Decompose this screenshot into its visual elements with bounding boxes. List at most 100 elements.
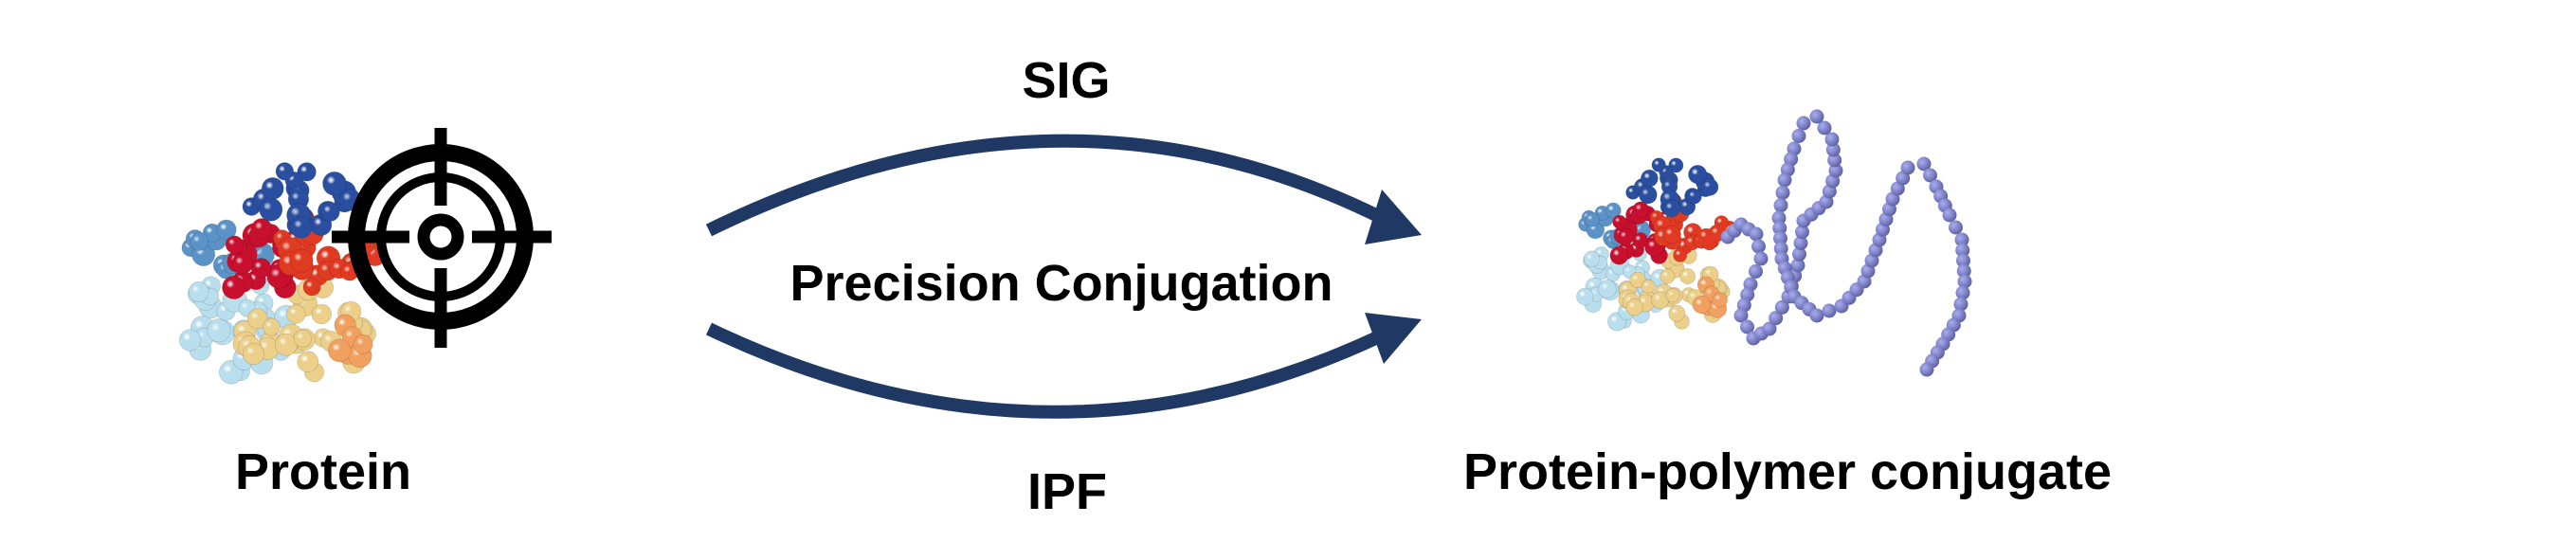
polymer-bead: [1792, 246, 1806, 262]
atom-sphere: [1651, 157, 1666, 172]
atom-sphere: [275, 162, 295, 181]
atom-sphere: [178, 329, 202, 352]
atom-sphere: [190, 231, 209, 251]
polymer-bead: [1953, 297, 1968, 312]
polymer-bead: [1900, 160, 1915, 175]
bottom-method-label: IPF: [1027, 463, 1107, 520]
polymer-bead: [1809, 308, 1824, 323]
atom-sphere: [286, 304, 306, 324]
atom-sphere: [1712, 292, 1728, 308]
polymer-bead: [1751, 239, 1766, 254]
atom-sphere: [322, 171, 347, 196]
polymer-bead: [1817, 120, 1832, 135]
top-arrowhead: [1365, 190, 1422, 244]
atom-sphere: [1598, 280, 1617, 298]
atom-sphere: [1632, 232, 1649, 249]
atom-sphere: [327, 338, 352, 363]
conjugate-caption: Protein-polymer conjugate: [1463, 443, 2112, 500]
polymer-bead: [1773, 198, 1788, 213]
polymer-bead: [1793, 236, 1808, 250]
atom-sphere: [1665, 288, 1680, 303]
atom-sphere: [1662, 225, 1681, 244]
atom-sphere: [1692, 295, 1712, 315]
polymer-chain: [1720, 109, 1972, 377]
polymer-bead: [1916, 156, 1932, 172]
atom-sphere: [311, 303, 333, 325]
polymer-bead: [1773, 241, 1788, 256]
polymer-bead: [1827, 153, 1842, 168]
polymer-bead: [1942, 208, 1957, 223]
atom-sphere: [1638, 185, 1658, 205]
atom-sphere: [353, 334, 373, 354]
polymer-bead: [1796, 116, 1811, 131]
atom-sphere: [1629, 271, 1646, 288]
polymer-bead: [1753, 251, 1769, 266]
polymer-bead: [1771, 210, 1787, 226]
atom-sphere: [289, 248, 314, 273]
polymer-bead: [1749, 264, 1763, 279]
crosshair-target-icon: [332, 128, 552, 348]
polymer-bead: [1740, 319, 1754, 334]
atom-sphere: [1612, 214, 1627, 229]
atom-sphere: [242, 342, 265, 366]
atom-sphere: [231, 252, 254, 275]
polymer-bead: [1795, 225, 1809, 240]
atom-sphere: [225, 235, 244, 254]
atom-sphere: [1662, 199, 1681, 218]
atom-sphere: [1686, 189, 1702, 205]
conjugated-protein-structure: [1576, 157, 1739, 332]
polymer-bead: [1956, 253, 1970, 268]
atom-sphere: [320, 202, 340, 222]
top-arrow: [705, 134, 1389, 237]
atom-sphere: [1640, 169, 1659, 188]
top-method-label: SIG: [1022, 52, 1110, 109]
center-title: Precision Conjugation: [789, 255, 1333, 312]
polymer-bead: [1769, 311, 1784, 326]
atom-sphere: [297, 162, 317, 182]
polymer-bead: [1777, 172, 1792, 188]
atom-sphere: [1617, 228, 1635, 245]
polymer-bead: [1923, 168, 1937, 183]
atom-sphere: [262, 317, 281, 336]
atom-sphere: [246, 308, 268, 330]
atom-sphere: [1688, 165, 1708, 185]
polymer-bead: [1772, 221, 1787, 236]
atom-sphere: [216, 219, 237, 241]
bottom-arrowhead: [1365, 313, 1422, 364]
atom-sphere: [1576, 287, 1594, 306]
polymer-bead: [1824, 132, 1840, 147]
polymer-bead: [1773, 231, 1787, 245]
atom-sphere: [1625, 298, 1643, 316]
polymer-bead: [1791, 129, 1806, 143]
protein-caption: Protein: [235, 443, 411, 500]
polymer-bead: [1733, 308, 1749, 323]
atom-sphere: [1679, 268, 1696, 285]
polymer-bead: [1762, 321, 1777, 336]
atom-sphere: [1668, 157, 1684, 173]
bottom-arrow: [705, 322, 1389, 419]
polymer-bead: [1956, 263, 1971, 279]
atom-sphere: [293, 329, 313, 348]
polymer-bead: [1825, 142, 1841, 157]
atom-sphere: [250, 258, 272, 279]
atom-sphere: [1668, 304, 1686, 322]
atom-sphere: [1609, 245, 1629, 265]
atom-sphere: [207, 318, 231, 343]
atom-sphere: [1641, 279, 1656, 294]
atom-sphere: [1605, 202, 1622, 219]
atom-sphere: [250, 218, 273, 240]
atom-sphere: [289, 215, 313, 239]
polymer-bead: [1775, 185, 1790, 200]
atom-sphere: [1700, 178, 1719, 196]
polymer-bead: [1919, 362, 1934, 377]
atom-sphere: [1583, 250, 1601, 267]
atom-sphere: [261, 177, 284, 200]
atom-sphere: [302, 278, 321, 297]
atom-sphere: [1660, 268, 1676, 284]
polymer-bead: [1809, 109, 1824, 124]
atom-sphere: [222, 275, 246, 300]
atom-sphere: [297, 351, 319, 373]
atom-sphere: [259, 197, 283, 222]
polymer-bead: [1828, 163, 1843, 178]
